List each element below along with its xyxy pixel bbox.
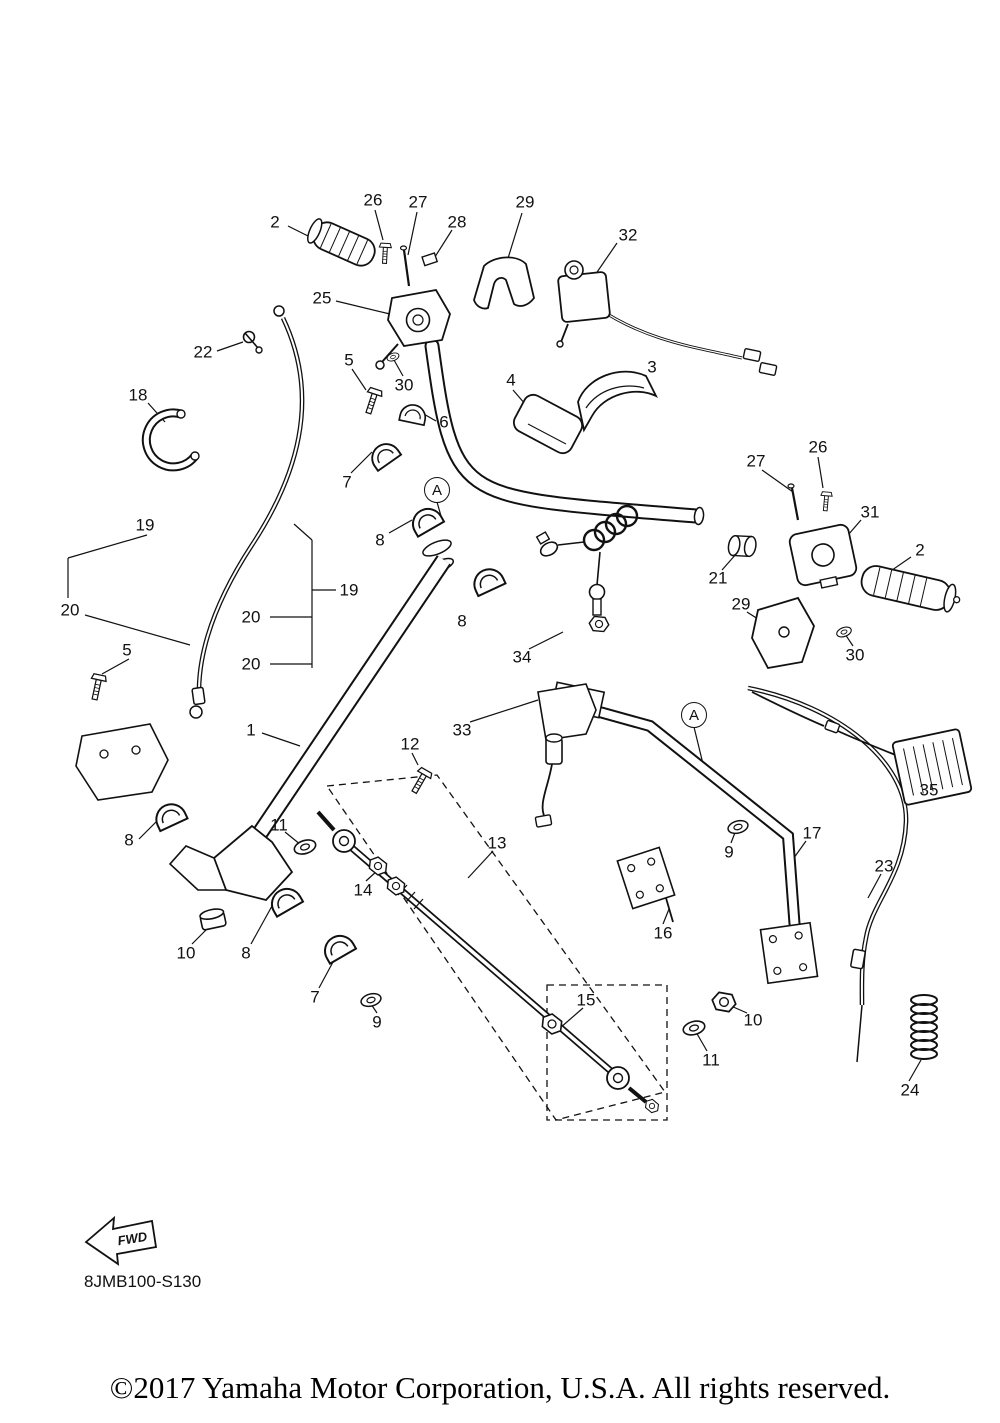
part-callout-10: 10 — [743, 1010, 763, 1030]
part-callout-1: 1 — [246, 720, 256, 740]
part-callout-18: 18 — [128, 385, 148, 405]
part-callout-27: 27 — [746, 451, 766, 471]
part-callout-16: 16 — [653, 923, 673, 943]
spring — [910, 994, 938, 1060]
bar-pad-cover — [512, 370, 659, 455]
part-callout-33: 33 — [452, 720, 472, 740]
retaining-ring — [141, 330, 263, 472]
part-callout-35: 35 — [919, 780, 939, 800]
part-callout-31: 31 — [860, 502, 880, 522]
handlebar-tube — [422, 338, 705, 573]
part-callout-9: 9 — [372, 1012, 382, 1032]
part-callout-19: 19 — [135, 515, 155, 535]
fwd-arrow: FWD — [84, 1215, 158, 1266]
grip-heater-pad — [751, 691, 973, 806]
part-callout-17: 17 — [802, 823, 822, 843]
steering-column — [75, 555, 452, 932]
right-grip-assembly — [727, 483, 961, 669]
part-callout-20: 20 — [241, 654, 261, 674]
throttle-housing — [375, 289, 451, 370]
part-callout-8: 8 — [124, 830, 134, 850]
upper-guard-bracket — [473, 256, 535, 310]
part-callout-19: 19 — [339, 580, 359, 600]
part-callout-27: 27 — [408, 192, 428, 212]
diagram-code: 8JMB100-S130 — [84, 1272, 202, 1291]
left-grip — [307, 218, 376, 267]
part-callout-11: 11 — [702, 1050, 720, 1070]
part-callout-26: 26 — [808, 437, 828, 457]
throttle-cable — [189, 305, 305, 719]
part-callout-20: 20 — [241, 607, 261, 627]
part-callout-11: 11 — [270, 815, 288, 835]
brake-cable — [747, 685, 909, 1063]
part-callout-2: 2 — [915, 540, 925, 560]
part-callout-22: 22 — [193, 342, 213, 362]
group-bracket-19-20 — [67, 523, 336, 668]
part-callout-5: 5 — [122, 640, 132, 660]
part-callout-26: 26 — [363, 190, 383, 210]
part-callout-25: 25 — [312, 288, 332, 308]
part-callout-15: 15 — [576, 990, 596, 1010]
marker-A: A — [681, 702, 707, 728]
part-callout-7: 7 — [342, 472, 352, 492]
part-callout-12: 12 — [400, 734, 420, 754]
part-callout-7: 7 — [310, 987, 320, 1007]
part-callout-29: 29 — [515, 192, 535, 212]
support-frame — [534, 681, 819, 985]
marker-A: A — [424, 477, 450, 503]
part-callout-34: 34 — [512, 647, 532, 667]
part-callout-29: 29 — [731, 594, 751, 614]
part-callout-2: 2 — [270, 212, 280, 232]
part-callout-14: 14 — [353, 880, 373, 900]
part-callout-9: 9 — [724, 842, 734, 862]
tie-rod-assembly — [291, 810, 751, 1116]
switch-assembly — [556, 260, 778, 376]
part-callout-8: 8 — [457, 611, 467, 631]
part-callout-13: 13 — [487, 833, 507, 853]
part-callout-24: 24 — [900, 1080, 920, 1100]
part-callout-28: 28 — [447, 212, 467, 232]
part-callout-32: 32 — [618, 225, 638, 245]
part-callout-3: 3 — [647, 357, 657, 377]
part-callout-10: 10 — [176, 943, 196, 963]
lanyard-assembly — [535, 504, 639, 633]
fwd-arrow-label: FWD — [117, 1229, 149, 1249]
part-callout-8: 8 — [375, 530, 385, 550]
part-callout-6: 6 — [439, 412, 449, 432]
top-fasteners — [377, 242, 439, 287]
part-callout-4: 4 — [506, 370, 516, 390]
copyright-text: ©2017 Yamaha Motor Corporation, U.S.A. A… — [109, 1370, 891, 1405]
dashed-subassembly-boxes — [325, 774, 668, 1121]
part-callout-30: 30 — [394, 375, 414, 395]
part-callout-30: 30 — [845, 645, 865, 665]
part-callout-20: 20 — [60, 600, 80, 620]
part-callout-21: 21 — [708, 568, 728, 588]
part-callout-8: 8 — [241, 943, 251, 963]
part-callout-5: 5 — [344, 350, 354, 370]
part-callout-23: 23 — [874, 856, 894, 876]
